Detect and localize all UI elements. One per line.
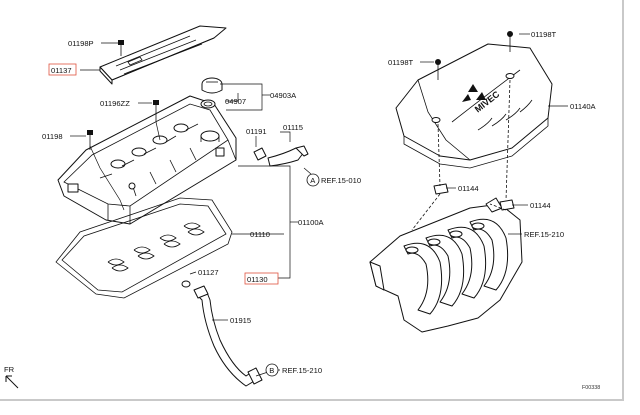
callout-a-label: A [310,176,316,185]
ignition-coil-cover[interactable] [99,25,227,85]
label-01137: 01137 [51,66,72,75]
engine-cover-bolt-right[interactable] [507,31,513,52]
label-01198t-left: 01198T [388,58,414,67]
label-01196zz: 01196ZZ [100,99,130,108]
label-01144-right: 01144 [530,201,551,210]
cover-bracket-right[interactable] [499,199,515,211]
intake-manifold[interactable] [369,197,523,333]
highlight-01137 [48,63,77,76]
label-01115: 01115 [283,123,303,132]
front-arrow: FR [4,365,19,389]
callout-b-label: B [269,366,274,375]
callout-a[interactable]: A [306,173,320,187]
engine-cover-bolt-left[interactable] [435,59,441,80]
label-01127: 01127 [198,268,219,277]
label-ref-15-010: REF.15-010 [321,176,361,185]
pcv-valve[interactable] [253,147,267,161]
label-01198p: 01198P [68,39,94,48]
head-cover-bolt-01196zz[interactable] [153,100,159,122]
cover-bracket-left[interactable] [433,183,449,195]
breather-hose[interactable] [267,145,309,167]
label-01100a: 01100A [298,218,325,227]
callout-b[interactable]: B [265,363,279,377]
front-label: FR [4,365,15,374]
label-01130: 01130 [247,275,268,284]
label-ref-15-210-bottom: REF.15-210 [282,366,322,375]
label-01144-left: 01144 [458,184,479,193]
label-01198t-right: 01198T [531,30,557,39]
label-01110: 01110 [250,230,270,239]
head-cover-bolt-01198[interactable] [87,130,93,150]
oil-filler-cap[interactable] [201,77,223,94]
o-ring-01127[interactable] [181,280,191,288]
engine-cover[interactable]: MIVEC [395,43,553,169]
label-01198: 01198 [42,132,63,141]
label-04903a: 04903A [270,91,297,100]
label-ref-15-210-right: REF.15-210 [524,230,564,239]
figure-id: F00338 [582,385,600,391]
cylinder-head-cover[interactable] [57,95,237,225]
oil-filler-cap-gasket[interactable] [200,99,216,109]
label-04907: 04907 [225,97,246,106]
cover-bolt-01198p[interactable] [118,40,124,56]
highlight-01130 [244,272,279,285]
label-01915: 01915 [230,316,251,325]
label-01191: 01191 [246,127,267,136]
pcv-hose-01915[interactable] [193,285,263,387]
head-cover-gasket[interactable] [55,197,233,299]
label-01140a: 01140A [570,102,597,111]
